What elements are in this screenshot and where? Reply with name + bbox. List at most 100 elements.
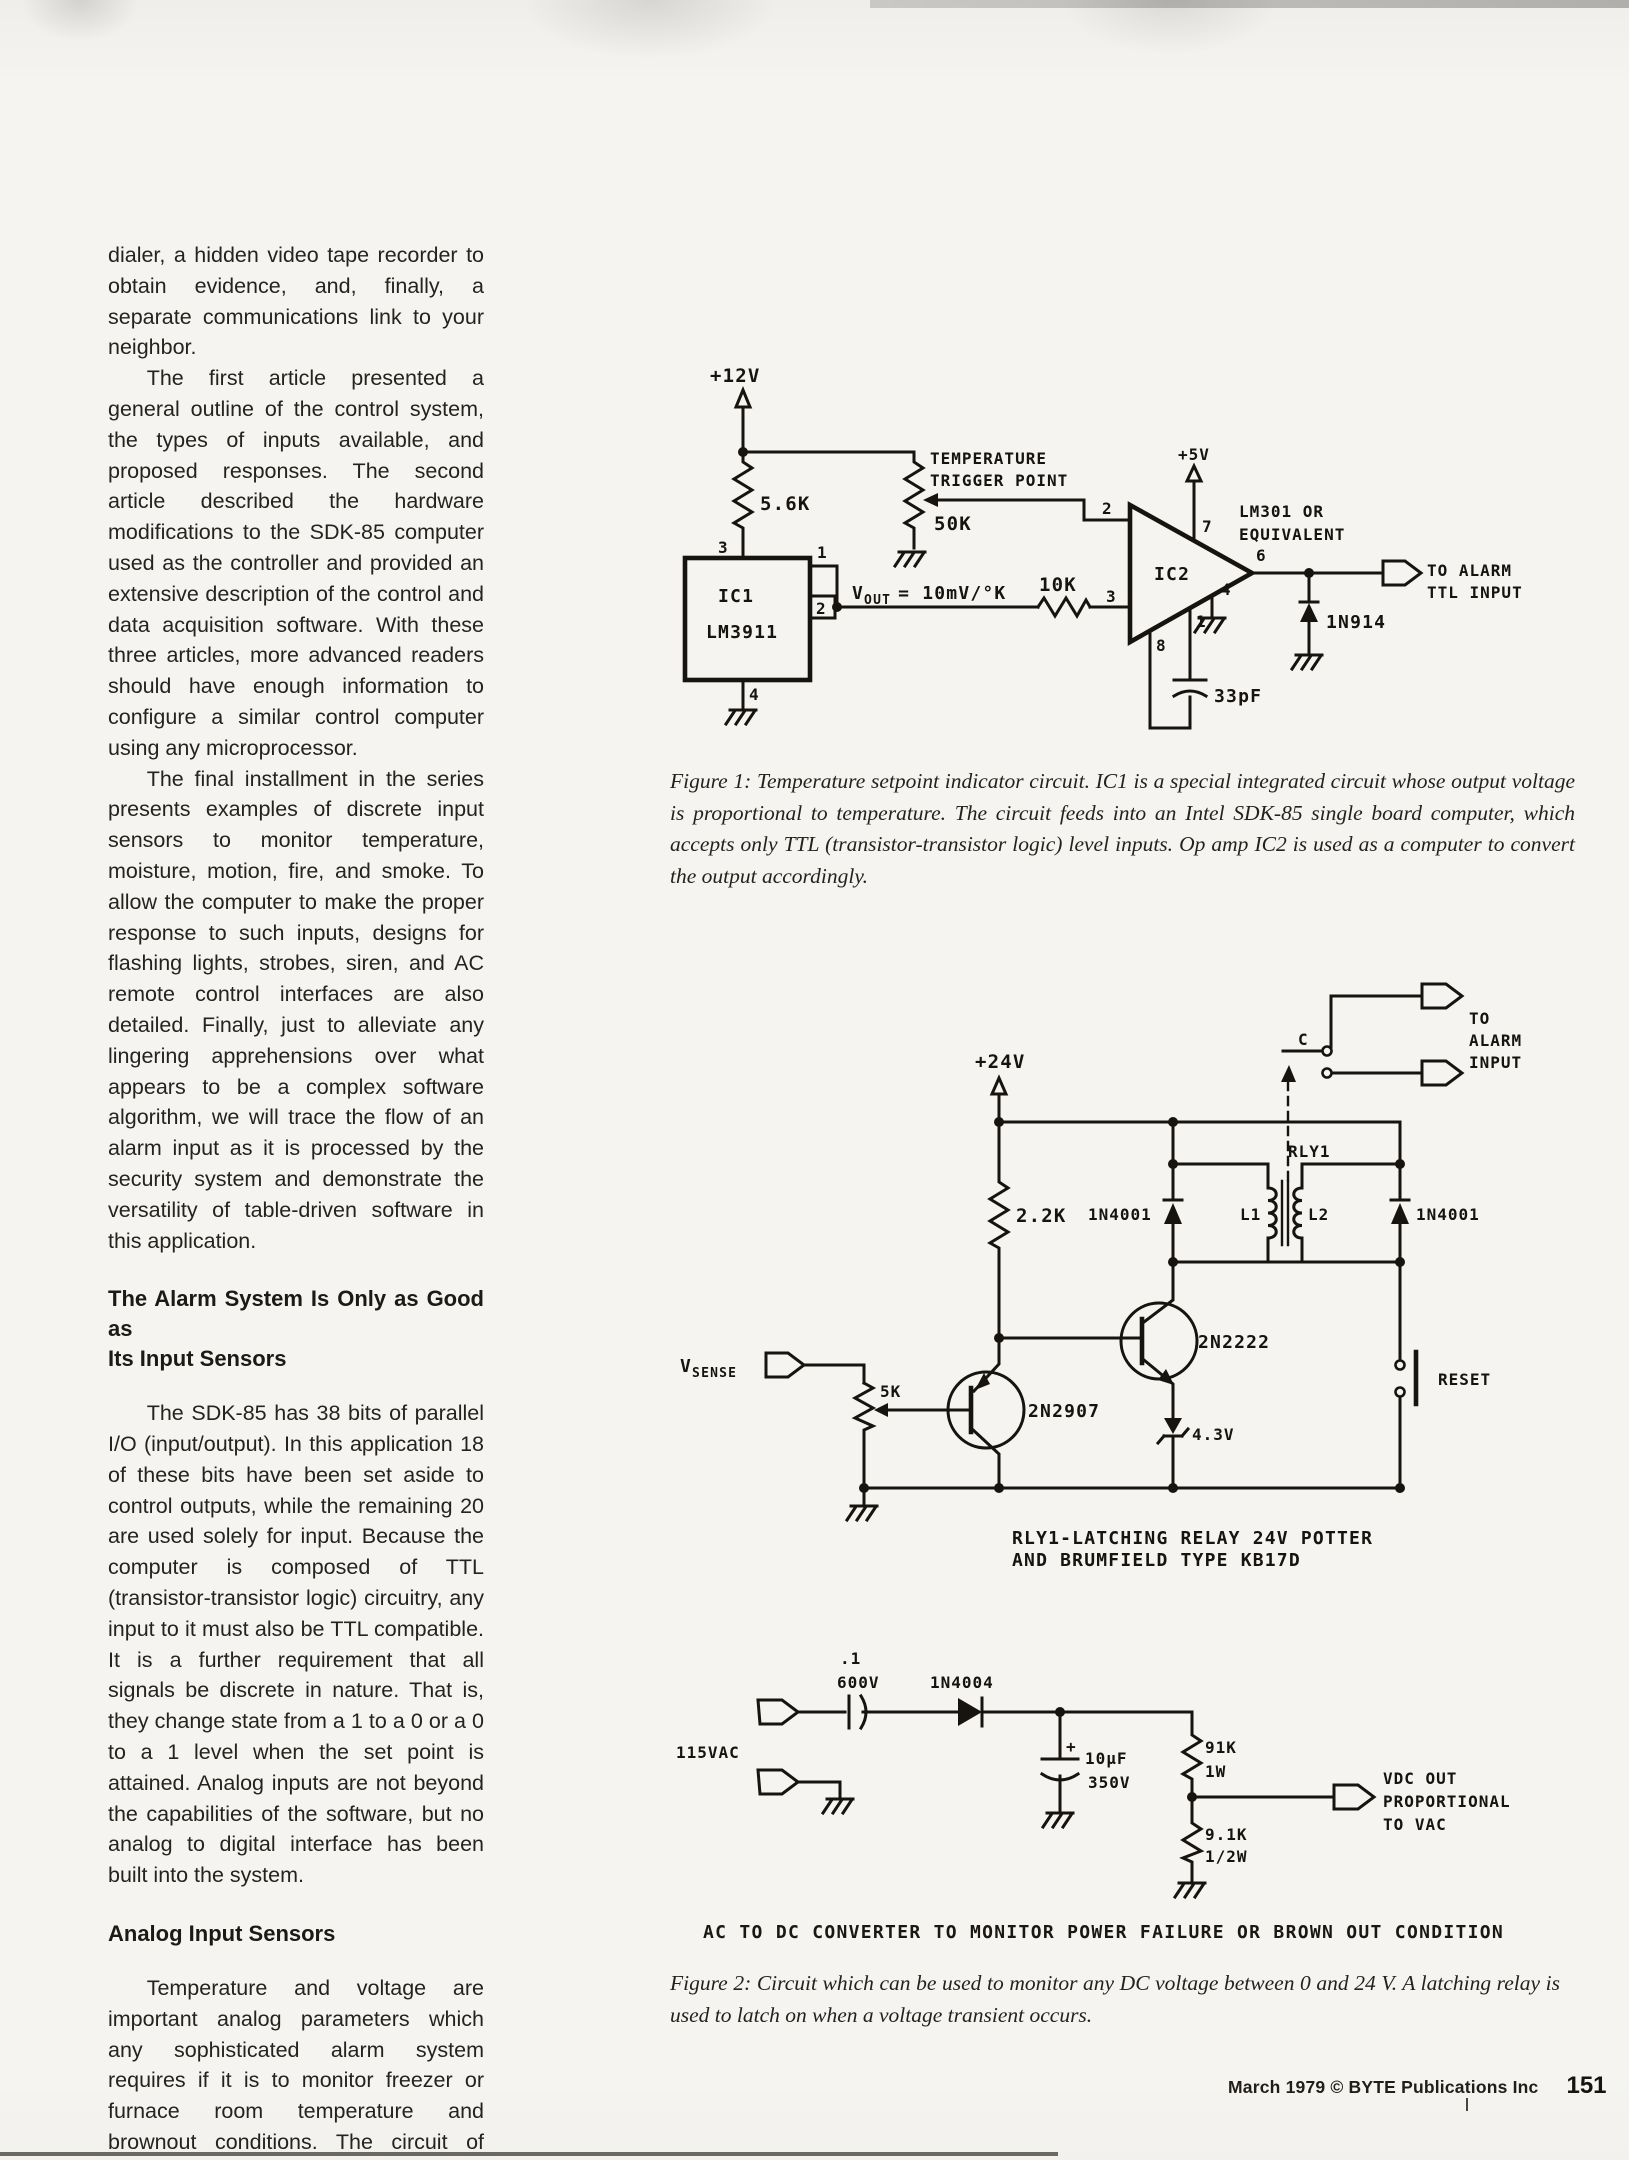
cap-10uf: + 10µF 350V xyxy=(1039,1710,1131,1829)
svg-text:RLY1: RLY1 xyxy=(1288,1142,1331,1161)
svg-text:8: 8 xyxy=(1156,636,1167,655)
alarm-contacts: TO ALARM INPUT C xyxy=(1281,982,1521,1182)
ground-icon xyxy=(1041,1811,1075,1829)
scan-smudge xyxy=(20,0,140,42)
vout-line: VOUT= 10mV/°K 10K 3 2 xyxy=(835,499,1132,619)
svg-text:9.1K: 9.1K xyxy=(1205,1825,1248,1844)
stray-mark xyxy=(1466,2098,1468,2111)
svg-text:VSENSE: VSENSE xyxy=(680,1356,737,1381)
svg-text:600V: 600V xyxy=(837,1673,880,1692)
svg-text:C: C xyxy=(1298,1030,1309,1049)
transistor-2n2907: 2N2907 xyxy=(886,1336,1100,1490)
resistor-5p6k: 5.6K xyxy=(731,450,809,560)
connector-arrow-icon xyxy=(1381,559,1424,587)
svg-text:5K: 5K xyxy=(880,1382,901,1401)
svg-text:4: 4 xyxy=(749,685,760,704)
svg-text:2N2222: 2N2222 xyxy=(1198,1332,1270,1353)
figure1-schematic: +12V 5.6K 3 IC1 LM3911 4 1 2 xyxy=(682,365,1522,730)
contact-terminal xyxy=(1321,1067,1333,1079)
opamp-ic2: IC2 +5V 7 LM301 OR EQUIVALENT 6 4 1 8 xyxy=(1127,445,1385,655)
connector-arrow-icon xyxy=(1420,982,1465,1010)
paragraph: Temperature and voltage are important an… xyxy=(108,1976,484,2155)
contact-arm-icon xyxy=(1281,1065,1296,1082)
svg-text:VDC OUT: VDC OUT xyxy=(1383,1769,1457,1788)
emitter-arrow-icon xyxy=(1158,1369,1174,1385)
svg-text:1: 1 xyxy=(817,543,828,562)
figure2-caption: Figure 2: Circuit which can be used to m… xyxy=(670,1971,1560,2027)
ic1-lm3911: 3 IC1 LM3911 4 1 2 xyxy=(682,538,842,726)
svg-text:10K: 10K xyxy=(1039,574,1077,596)
svg-text:6: 6 xyxy=(1256,546,1267,565)
switch-terminal xyxy=(1394,1386,1406,1398)
relay-note-line2: AND BRUMFIELD TYPE KB17D xyxy=(1012,1550,1301,1571)
ground-icon xyxy=(1173,1881,1207,1899)
diode-icon xyxy=(1164,1203,1182,1224)
contact-terminal xyxy=(1321,1045,1333,1057)
ac-input: .1 600V 1N4004 115VAC xyxy=(676,1649,1194,1815)
supply-24v: +24V xyxy=(975,1051,1402,1127)
svg-text:PROPORTIONAL: PROPORTIONAL xyxy=(1383,1792,1511,1811)
svg-text:TO ALARM: TO ALARM xyxy=(1427,561,1512,580)
svg-text:LM301 OR: LM301 OR xyxy=(1239,502,1324,521)
ground-icon xyxy=(893,550,927,568)
junction-dot xyxy=(1168,1483,1178,1493)
svg-text:3: 3 xyxy=(1106,587,1117,606)
arrow-up-icon xyxy=(989,1074,1009,1096)
svg-text:TEMPERATURE: TEMPERATURE xyxy=(930,449,1047,468)
resistor-9p1k: 9.1K 1/2W xyxy=(1173,1795,1248,1899)
svg-text:L2: L2 xyxy=(1308,1205,1329,1224)
connector-arrow-icon xyxy=(756,1698,801,1726)
output-to-alarm: TO ALARM TTL INPUT xyxy=(1381,559,1522,602)
svg-text:3: 3 xyxy=(718,538,729,557)
pot-5k: 5K xyxy=(851,1380,901,1490)
svg-text:1N914: 1N914 xyxy=(1326,612,1386,633)
junction-dot xyxy=(994,1483,1004,1493)
svg-text:+5V: +5V xyxy=(1178,445,1210,464)
wiper-arrow-icon xyxy=(923,493,938,507)
svg-text:LM3911: LM3911 xyxy=(706,622,778,643)
figure2-schematic: TO ALARM INPUT C +24V 2.2K xyxy=(680,982,1521,1571)
svg-text:L1: L1 xyxy=(1240,1205,1261,1224)
ground-icon xyxy=(724,708,758,726)
svg-text:+: + xyxy=(1066,1737,1077,1756)
svg-text:EQUIVALENT: EQUIVALENT xyxy=(1239,525,1345,544)
switch-terminal xyxy=(1394,1359,1406,1371)
svg-text:4: 4 xyxy=(1221,580,1232,599)
relay-core xyxy=(1280,1179,1290,1247)
junction-dot xyxy=(1395,1483,1405,1493)
page-number: 151 xyxy=(1566,2072,1607,2099)
arrow-up-icon xyxy=(1184,462,1204,483)
svg-text:2N2907: 2N2907 xyxy=(1028,1401,1100,1422)
connector-arrow-icon xyxy=(1332,1783,1377,1811)
diode-icon xyxy=(1391,1203,1409,1224)
svg-text:1W: 1W xyxy=(1205,1762,1226,1781)
connector-arrow-icon xyxy=(1420,1059,1465,1087)
svg-text:IC2: IC2 xyxy=(1154,564,1190,585)
svg-text:115VAC: 115VAC xyxy=(676,1743,740,1762)
wiper-arrow-icon xyxy=(874,1403,888,1417)
supply-12v: +12V xyxy=(710,365,916,457)
coil-l2 xyxy=(1292,1186,1304,1240)
paragraph: The SDK-85 has 38 bits of parallel I/O (… xyxy=(108,1401,484,1888)
publication-credit: March 1979 © BYTE Publications Inc xyxy=(1228,2077,1539,2097)
vsense-input: VSENSE xyxy=(680,1351,866,1385)
svg-text:10µF: 10µF xyxy=(1085,1749,1128,1768)
svg-text:1: 1 xyxy=(1196,612,1207,631)
diode-icon xyxy=(1164,1418,1182,1434)
svg-text:RESET: RESET xyxy=(1438,1370,1491,1389)
svg-text:IC1: IC1 xyxy=(718,586,754,607)
svg-text:2: 2 xyxy=(1102,499,1113,518)
ground-icon xyxy=(821,1797,855,1815)
svg-text:TO VAC: TO VAC xyxy=(1383,1815,1447,1834)
figure1-caption: Figure 1: Temperature setpoint indicator… xyxy=(670,769,1575,888)
transistor-2n2222: 2N2222 xyxy=(997,1260,1270,1420)
diode-icon xyxy=(958,1698,982,1726)
svg-text:33pF: 33pF xyxy=(1214,686,1262,707)
pot-50k: 50K TEMPERATURE TRIGGER POINT xyxy=(893,449,1132,568)
paragraph: The final installment in the series pres… xyxy=(108,766,484,1253)
acdc-converter-title: AC TO DC CONVERTER TO MONITOR POWER FAIL… xyxy=(703,1922,1505,1943)
connector-arrow-icon xyxy=(756,1768,801,1796)
scan-smudge xyxy=(520,0,780,60)
svg-text:350V: 350V xyxy=(1088,1773,1131,1792)
